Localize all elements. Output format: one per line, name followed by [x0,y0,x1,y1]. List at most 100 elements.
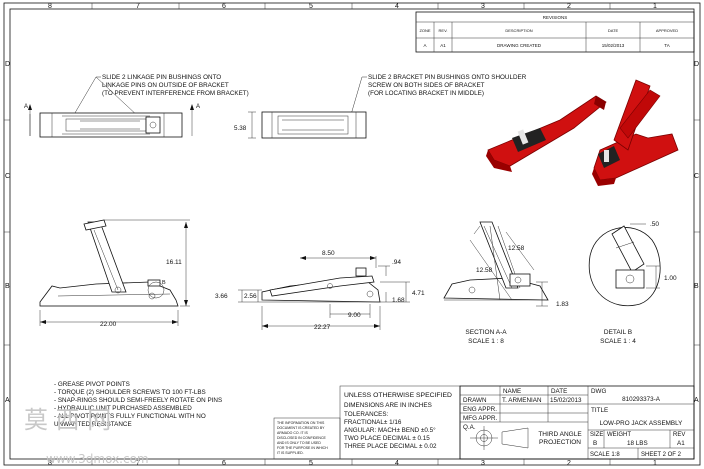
section-mark-left: A [24,104,28,110]
proprietary-line: DOCUMENT IS CREATED BY [277,426,325,430]
general-notes: - GREASE PIVOT POINTS - TORQUE (2) SHOUL… [54,381,222,428]
revisions-table: REVISIONS ZONE REV. DESCRIPTION DATE APP… [415,11,695,53]
zone-col: 4 [395,3,399,10]
dim-094: .94 [392,259,401,266]
note-line: SLIDE 2 LINKAGE PIN BUSHINGS ONTO [102,74,221,81]
detail-scale: SCALE 1 : 4 [600,338,636,345]
zone-row: B [5,283,10,290]
note-bracket-bushings: SLIDE 2 BRACKET PIN BUSHINGS ONTO SHOULD… [349,74,527,119]
note-line: (TO PREVENT INTERFERENCE FROM BRACKET) [102,90,249,97]
zone-row: A [694,397,699,404]
tolerance-line: THREE PLACE DECIMAL ± 0.02 [344,443,437,450]
section-scale: SCALE 1 : 8 [468,338,504,345]
section-a-a-view [443,221,549,307]
dim-366: 3.66 [215,293,228,300]
detail-b-view [588,223,661,307]
dim-2227: 22.27 [314,324,331,331]
note-line: SCREW ON BOTH SIDES OF BRACKET [368,82,485,89]
rev-header: APPROVED [656,28,678,33]
general-note: UNWANTED RESISTANCE [54,421,132,428]
dim-168: 1.68 [392,297,405,304]
tolerance-line: ANGULAR: MACH± BEND ±0.5° [344,426,436,434]
section-caption: SECTION A-A [465,329,507,336]
note-line: LINKAGE PINS ON OUTSIDE OF BRACKET [102,82,229,89]
title-name-header: NAME [503,388,521,395]
dim-256: 2.56 [244,293,257,300]
dim-900: 9.00 [348,312,361,319]
render-jack-raised [592,79,679,186]
title-rev-value: A1 [677,440,685,447]
top-view-center [248,111,367,139]
detail-callout-circle [147,281,165,299]
tolerance-line: TWO PLACE DECIMAL ± 0.15 [344,435,430,442]
tolerance-line: TOLERANCES: [344,411,389,418]
dim-050: .50 [650,221,659,228]
zone-col: 5 [309,460,313,467]
note-linkage-bushings: SLIDE 2 LINKAGE PIN BUSHINGS ONTO LINKAG… [71,74,249,119]
title-mfg-appr: MFG APPR. [463,415,498,422]
zone-col: 7 [136,460,140,467]
side-view-lowered [238,256,410,330]
zone-col: 3 [481,3,485,10]
zone-ticks [4,3,700,465]
zone-columns-top: 8 7 6 5 4 3 2 1 [48,3,657,10]
watermark-logo: 莫 西 网 [24,406,111,434]
zone-columns-bottom: 8 7 6 5 4 3 2 1 [48,460,657,467]
proprietary-line: IT IS SUPPLIED. [277,451,304,455]
general-note: - ALL PIVOT POINTS FULLY FUNCTIONAL WITH… [54,413,206,420]
note-line: SLIDE 2 BRACKET PIN BUSHINGS ONTO SHOULD… [368,74,527,81]
zone-row: A [5,397,10,404]
zone-col: 8 [48,3,52,10]
dim-1258-b: 12.58 [476,267,493,274]
rev-header: DATE [608,28,619,33]
title-qa: Q.A. [463,424,476,431]
dim-471: 4.71 [412,290,425,297]
section-mark-right: A [196,104,200,110]
zone-col: 7 [136,3,140,10]
rev-cell: A [423,43,426,48]
zone-col: 1 [653,3,657,10]
zone-row: C [5,173,10,180]
rev-header: ZONE [419,28,430,33]
side-view-raised [39,219,190,326]
title-rev-header: REV [673,432,685,438]
zone-col: 2 [567,460,571,467]
title-scale: SCALE 1:8 [590,452,620,458]
title-drawn-date: 15/02/2013 [550,397,582,404]
zone-col: 4 [395,460,399,467]
title-dwg-header: DWG [591,388,606,395]
watermark-url: www.3dmox.com [46,452,149,466]
top-view-left [28,104,183,138]
proprietary-line: AND IS ONLY TO BE USED [277,441,321,445]
render-jack-lowered [486,95,607,172]
title-drawing-title: LOW-PRO JACK ASSEMBLY [600,420,683,427]
title-dwg-number: 810293373-A [622,396,661,403]
title-block: NAME DATE DRAWN T. ARMENIAN 15/02/2013 E… [459,385,695,460]
title-eng-appr: ENG APPR. [463,406,497,413]
rev-cell: TA [664,43,669,48]
zone-col: 5 [309,3,313,10]
zone-row: B [694,283,699,290]
title-title-header: TITLE [591,407,608,414]
zone-rows-left: D C B A [5,61,10,404]
proprietary-line: ARMADO CO. IT IS [277,431,309,435]
section-arrow-right [190,104,194,136]
projection-label-2: PROJECTION [539,439,581,446]
projection-symbol [470,426,529,450]
tolerance-line: UNLESS OTHERWISE SPECIFIED [344,392,452,399]
title-size-value: B [593,440,597,447]
dim-183: 1.83 [556,301,569,308]
title-drawn-label: DRAWN [463,397,487,404]
general-note: - SNAP-RINGS SHOULD SEMI-FREELY ROTATE O… [54,397,222,404]
zone-row: D [5,61,10,68]
revisions-title: REVISIONS [543,15,568,20]
zone-col: 6 [222,460,226,467]
zone-row: D [694,61,699,68]
zone-col: 8 [48,460,52,467]
rev-header: REV. [439,28,448,33]
rev-cell: DRAWING CREATED [497,43,542,48]
dim-1258-a: 12.58 [508,245,525,252]
title-size-header: SIZE [590,432,603,438]
title-drawn-name: T. ARMENIAN [502,397,542,404]
